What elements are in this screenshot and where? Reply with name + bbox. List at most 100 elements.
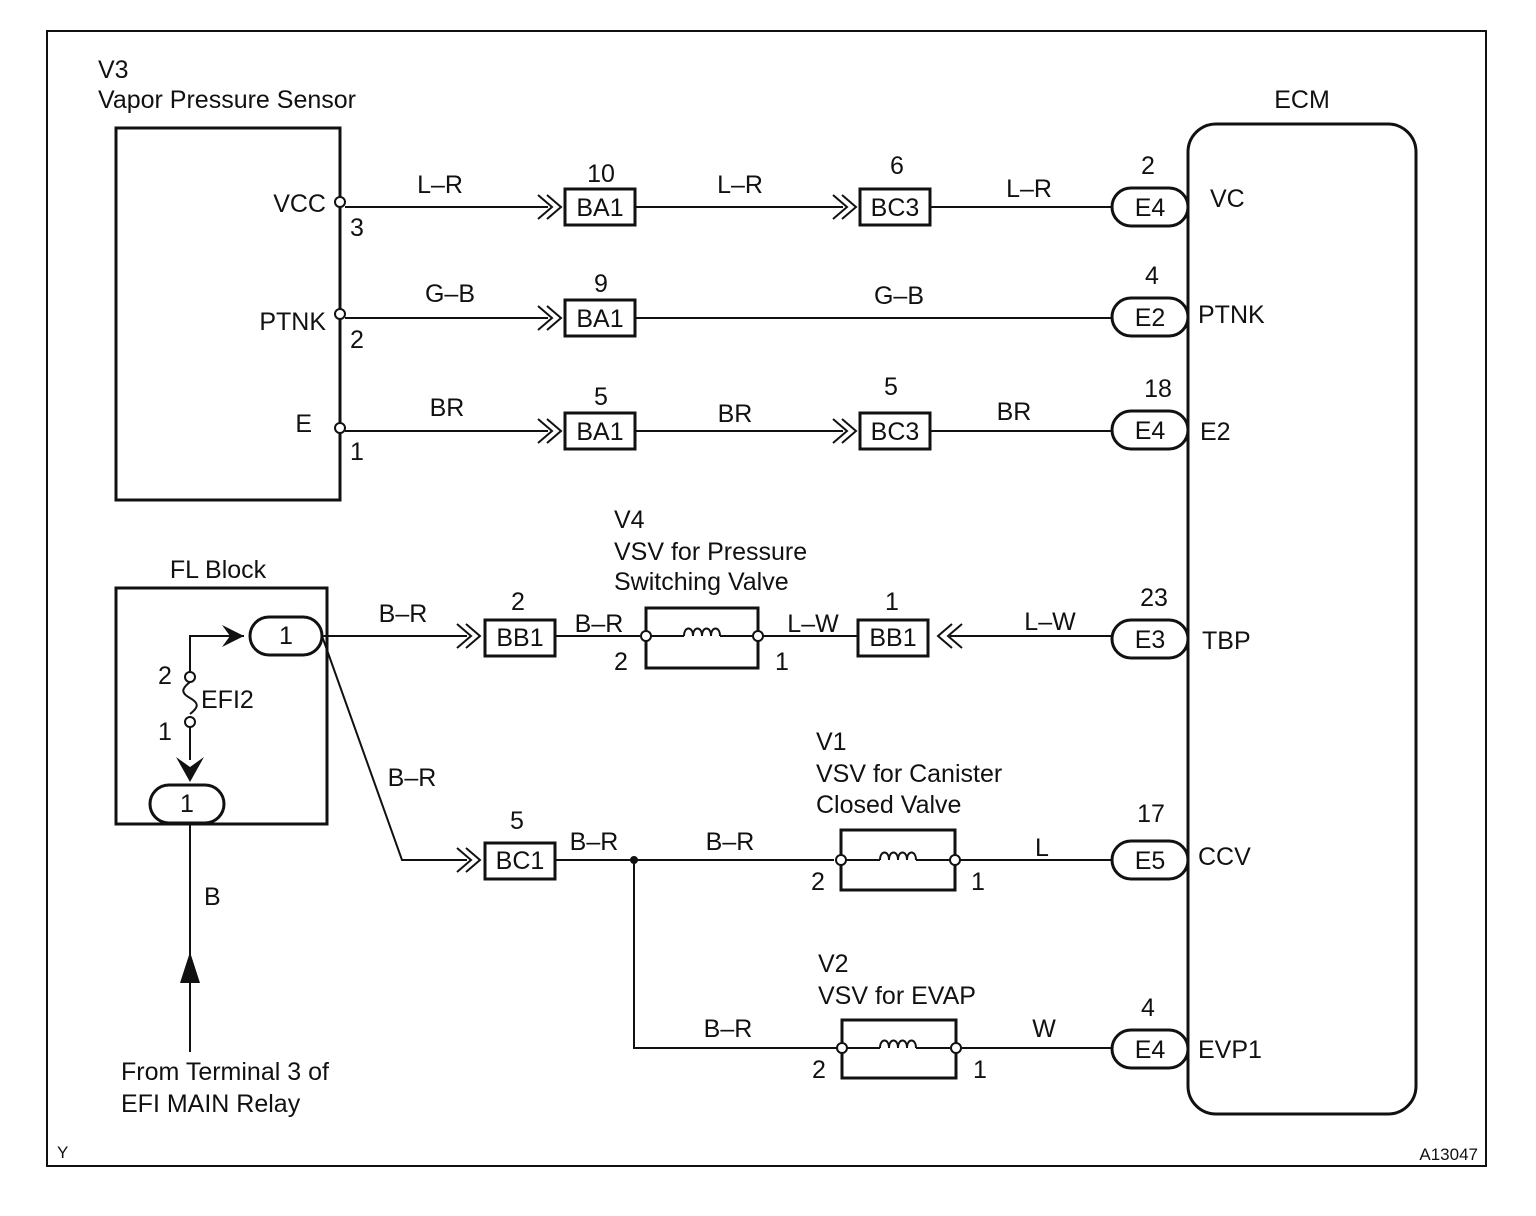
sensor-pin-number-3: 3: [350, 214, 364, 242]
v4-name-line2: Switching Valve: [614, 568, 789, 596]
corner-code: Y: [57, 1143, 68, 1162]
connector-e2-2: BC3: [871, 418, 920, 446]
sensor-pin-label-e: E: [295, 410, 312, 438]
wire-label-vc-1: L–R: [417, 171, 463, 199]
fuse-pin-bottom: 1: [158, 718, 172, 746]
connector-pin-e2-1: 5: [594, 383, 608, 411]
ecm-pin-ccv: 17: [1137, 800, 1165, 828]
wire-label-vc-2: L–R: [717, 171, 763, 199]
fl-block-title: FL Block: [170, 556, 267, 584]
connector-pin-vc-1: 10: [587, 160, 615, 188]
v1-id: V1: [816, 728, 847, 756]
connector-vc-2: BC3: [871, 194, 920, 222]
circuit-vc: L–R 10 BA1 L–R 6 BC3 L–R: [345, 152, 1112, 227]
v4-pin-out: 1: [775, 648, 789, 676]
connector-vc-1: BA1: [576, 194, 623, 222]
ecm-pin-evp1: 4: [1141, 994, 1155, 1022]
source-note-line2: EFI MAIN Relay: [121, 1090, 301, 1118]
vapor-pressure-sensor: V3 Vapor Pressure Sensor VCC PTNK E 3 2 …: [98, 56, 364, 502]
connector-e2-1: BA1: [576, 418, 623, 446]
fl-block-out-connector-pin: 1: [279, 622, 293, 650]
ecm-terminal-tbp: TBP: [1202, 627, 1251, 655]
v1-wire-in: B–R: [706, 828, 755, 856]
v4-wire-in-b: B–R: [575, 610, 624, 638]
circuit-v4: V4 VSV for Pressure Switching Valve B–R …: [322, 506, 1112, 676]
ecm-connector-tbp: [1110, 618, 1190, 660]
v2-pin-in: 2: [812, 1056, 826, 1084]
wire-label-ptnk-1: G–B: [425, 280, 475, 308]
figure-id: A13047: [1419, 1145, 1478, 1164]
sensor-id: V3: [98, 56, 129, 84]
sensor-name: Vapor Pressure Sensor: [98, 86, 356, 114]
wire-label-vc-3: L–R: [1006, 175, 1052, 203]
circuit-bc1: B–R 5 BC1 B–R: [321, 635, 837, 1049]
bc1-wire-in: B–R: [388, 764, 437, 792]
fuse-name: EFI2: [201, 686, 254, 714]
connector-pin-e2-2: 5: [884, 373, 898, 401]
ecm-connector-id-evp1: E4: [1135, 1036, 1166, 1064]
ecm-connector-id-e2: E4: [1135, 417, 1166, 445]
ecm-terminal-e2: E2: [1200, 418, 1231, 446]
v4-pin-in: 2: [614, 648, 628, 676]
sensor-pin-number-2: 2: [350, 326, 364, 354]
ecm-title: ECM: [1274, 86, 1330, 114]
ecm-pin-vc: 2: [1141, 152, 1155, 180]
diagram-border: [46, 30, 1487, 1167]
ecm-terminal-vc: VC: [1210, 185, 1245, 213]
ecm: ECM E4 E2 E4 E3 E5 E4 2 4 18 23 17 4 VC …: [1110, 86, 1418, 1116]
v2-pin-out: 1: [973, 1056, 987, 1084]
v1-name-line1: VSV for Canister: [816, 760, 1002, 788]
v2-wire-out: W: [1032, 1015, 1056, 1043]
bc1-wire-out: B–R: [570, 828, 619, 856]
fl-block-in-connector-pin: 1: [180, 790, 194, 818]
wire-label-e2-2: BR: [718, 400, 753, 428]
ecm-pin-ptnk: 4: [1145, 262, 1159, 290]
ecm-connector-id-vc: E4: [1135, 194, 1166, 222]
bc1-connector: BC1: [496, 847, 545, 875]
ecm-connector-id-ccv: E5: [1135, 847, 1166, 875]
fuse-pin-top: 2: [158, 662, 172, 690]
circuit-ptnk: G–B 9 BA1 G–B: [345, 270, 1112, 338]
source-note-line1: From Terminal 3 of: [121, 1058, 329, 1086]
circuit-v1: V1 VSV for Canister Closed Valve B–R 2 1…: [706, 728, 1112, 896]
feed-wire-label: B: [204, 883, 221, 911]
wire-label-e2-1: BR: [430, 394, 465, 422]
sensor-pin-label-ptnk: PTNK: [259, 308, 326, 336]
ecm-terminal-evp1: EVP1: [1198, 1036, 1262, 1064]
bc1-pin: 5: [510, 807, 524, 835]
v4-wire-to-ecm: L–W: [1024, 608, 1076, 636]
ecm-pin-tbp: 23: [1140, 584, 1168, 612]
v4-wire-out: L–W: [787, 610, 839, 638]
ecm-terminal-ccv: CCV: [1198, 843, 1251, 871]
ecm-terminal-ptnk: PTNK: [1198, 301, 1265, 329]
v4-name-line1: VSV for Pressure: [614, 538, 807, 566]
v4-connector-b: BB1: [869, 624, 916, 652]
circuit-v2: V2 VSV for EVAP B–R 2 1 W: [704, 950, 1112, 1084]
wire-label-ptnk-2: G–B: [874, 282, 924, 310]
v1-pin-in: 2: [811, 868, 825, 896]
connector-pin-vc-2: 6: [890, 152, 904, 180]
ecm-connector-id-ptnk: E2: [1135, 304, 1166, 332]
v2-id: V2: [818, 950, 849, 978]
v4-connector-b-pin: 1: [885, 588, 899, 616]
ecm-pin-e2: 18: [1144, 375, 1172, 403]
v4-wire-in-a: B–R: [379, 600, 428, 628]
circuit-e2: BR 5 BA1 BR 5 BC3 BR: [345, 373, 1112, 451]
v1-wire-out: L: [1035, 834, 1049, 862]
connector-ptnk-1: BA1: [576, 305, 623, 333]
v1-name-line2: Closed Valve: [816, 791, 961, 819]
v4-id: V4: [614, 506, 645, 534]
sensor-pin-label-vcc: VCC: [273, 190, 326, 218]
connector-pin-ptnk-1: 9: [594, 270, 608, 298]
fl-block-in-connector: [148, 783, 226, 825]
v2-wire-in: B–R: [704, 1015, 753, 1043]
v4-connector-a: BB1: [496, 624, 543, 652]
v4-connector-a-pin: 2: [511, 588, 525, 616]
fl-block: FL Block 1 1 2 EFI2 1 B From Terminal 3 …: [114, 556, 329, 1118]
sensor-pin-number-1: 1: [350, 438, 364, 466]
v1-pin-out: 1: [971, 868, 985, 896]
wire-label-e2-3: BR: [997, 398, 1032, 426]
v2-name-line1: VSV for EVAP: [818, 982, 976, 1010]
ecm-connector-id-tbp: E3: [1135, 626, 1166, 654]
